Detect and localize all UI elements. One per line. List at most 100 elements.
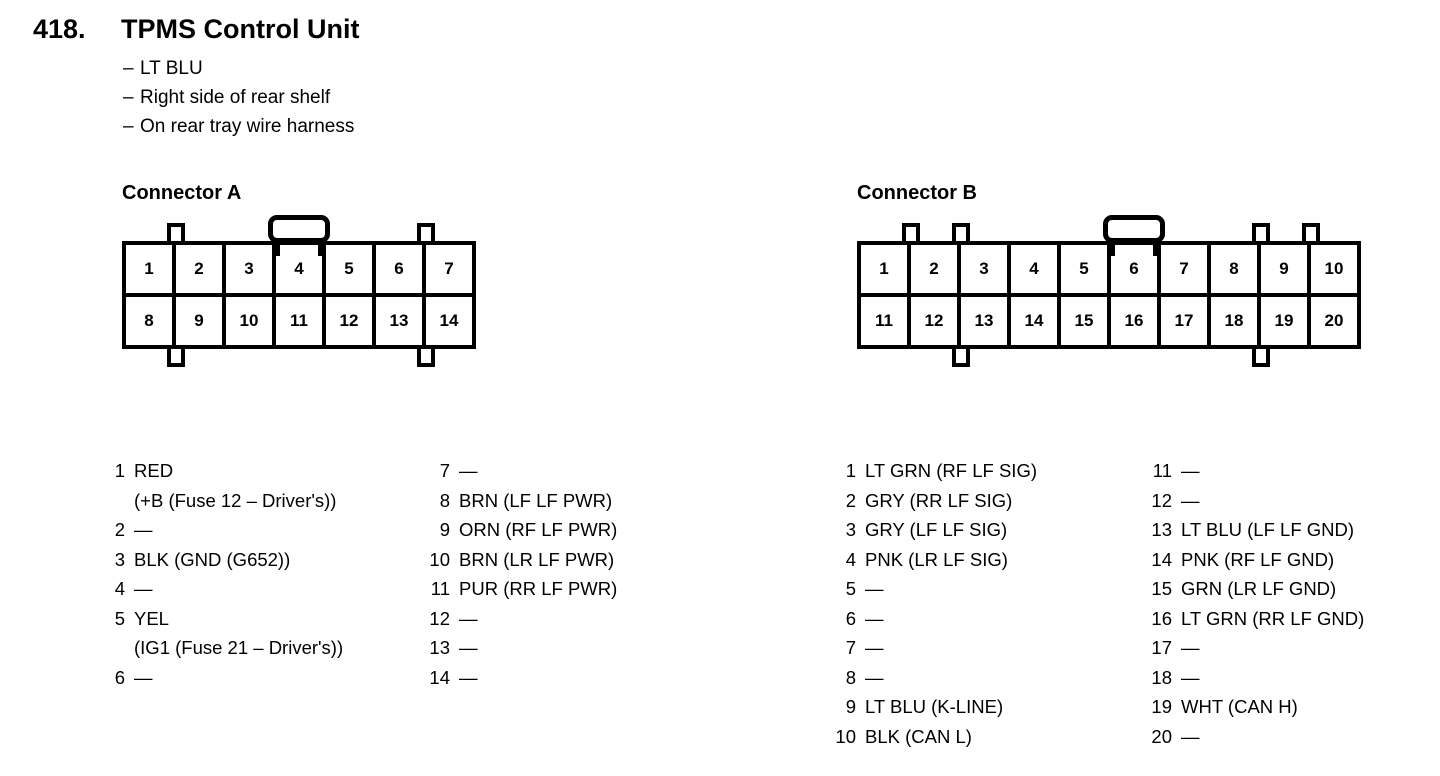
bullet-text: LT BLU — [140, 58, 203, 79]
page-title: 418. TPMS Control Unit — [33, 14, 359, 45]
pin-number: 18 — [1151, 666, 1172, 688]
connector-a-pin-cell-13: 13 — [376, 297, 426, 345]
connector-b-keying-tab-top — [1252, 223, 1270, 245]
connector-b-latch-stem — [1110, 238, 1115, 256]
pin-description: — — [865, 666, 884, 688]
connector-b-keying-tab-top — [902, 223, 920, 245]
connector-b-keying-tab-top — [952, 223, 970, 245]
bullet-dash-icon: – — [123, 116, 134, 137]
pin-number: 14 — [1151, 548, 1172, 570]
pin-number: 13 — [1151, 519, 1172, 540]
pin-description: GRY (LF LF SIG) — [865, 519, 1008, 540]
connector-a-pin-cell-2: 2 — [176, 245, 226, 293]
connector-b-pin-entry-8: 8— — [828, 663, 1144, 693]
connector-a-pin-entry-4: 4— — [97, 574, 422, 604]
header-block: 418.TPMS Control Unit –LT BLU –Right sid… — [33, 14, 359, 141]
connector-b-pin-cell-6: 6 — [1111, 245, 1161, 293]
pin-description: — — [865, 578, 884, 599]
connector-a-pin-entry-6: 6— — [97, 663, 422, 693]
connector-a-pin-entry-14: 14— — [422, 663, 617, 693]
page-title-number: 418. — [33, 14, 86, 44]
connector-b-pin-entry-5: 5— — [828, 574, 1144, 604]
connector-a-pin-cell-10: 10 — [226, 297, 276, 345]
pin-description: RED — [134, 460, 174, 481]
pin-description: — — [459, 607, 478, 629]
list-item: –Right side of rear shelf — [123, 83, 359, 112]
connector-b-pin-cell-1: 1 — [861, 245, 911, 293]
page-title-text: TPMS Control Unit — [121, 14, 360, 44]
pin-number: 20 — [1151, 725, 1172, 747]
connector-b-pin-cell-7: 7 — [1161, 245, 1211, 293]
connector-a-pin-entry-10: 10 BRN (LR LF PWR) — [422, 545, 617, 575]
pin-description: — — [1181, 666, 1200, 688]
pin-number: 5 — [114, 607, 125, 629]
pin-number: 12 — [1151, 489, 1172, 511]
pin-description: — — [1181, 489, 1200, 511]
connector-a-pin-entry-12: 12 — — [422, 604, 617, 634]
pin-number: 1 — [845, 460, 856, 481]
pin-number: 6 — [114, 666, 125, 688]
pin-number: 6 — [845, 607, 856, 629]
pin-description: BRN (LF LF PWR) — [459, 489, 613, 511]
pin-number: 11 — [430, 578, 450, 599]
connector-b-pin-cell-8: 8 — [1211, 245, 1261, 293]
connector-a-pin-entry-8: 8 BRN (LF LF PWR) — [422, 486, 617, 516]
pin-description-continuation: (+B (Fuse 12 – Driver's)) — [134, 489, 337, 511]
pin-number: 17 — [1151, 637, 1172, 658]
connector-b-pin-cell-4: 4 — [1011, 245, 1061, 293]
pin-description: ORN (RF LF PWR) — [459, 519, 618, 540]
pin-number: 12 — [429, 607, 450, 629]
connector-a-pin-cell-9: 9 — [176, 297, 226, 345]
pin-description: LT GRN (RR LF GND) — [1181, 607, 1365, 629]
pin-description: — — [1181, 725, 1200, 747]
pin-description: — — [865, 637, 884, 658]
pin-description: PNK (RF LF GND) — [1181, 548, 1335, 570]
connector-b-keying-tab-top — [1302, 223, 1320, 245]
connector-b-pin-cell-3: 3 — [961, 245, 1011, 293]
pin-description: GRY (RR LF SIG) — [865, 489, 1013, 511]
connector-b-pin-entry-20: 20 — — [1144, 722, 1364, 752]
pin-description: — — [1181, 460, 1200, 481]
connector-b-pin-cell-13: 13 — [961, 297, 1011, 345]
connector-b-pin-entry-14: 14 PNK (RF LF GND) — [1144, 545, 1364, 575]
pin-number: 8 — [439, 489, 450, 511]
connector-a-pin-cell-12: 12 — [326, 297, 376, 345]
connector-a-pin-entry-13: 13— — [422, 633, 617, 663]
connector-b-pin-cell-2: 2 — [911, 245, 961, 293]
pin-description: — — [134, 578, 153, 599]
bullet-dash-icon: – — [123, 58, 134, 79]
pin-number: 3 — [845, 519, 856, 540]
connector-a-pin-entry-7: 7— — [422, 456, 617, 486]
connector-b-keying-tab-bottom — [1252, 345, 1270, 367]
connector-b-pin-cell-12: 12 — [911, 297, 961, 345]
connector-a-keying-tab-bottom — [417, 345, 435, 367]
pin-description: BRN (LR LF PWR) — [459, 548, 615, 570]
pin-number: 10 — [429, 548, 450, 570]
connector-b-pin-entry-11: 11 — — [1144, 456, 1364, 486]
connector-a-pin-cell-11: 11 — [276, 297, 326, 345]
connector-a-pin-cell-4: 4 — [276, 245, 326, 293]
pin-number: 11 — [1152, 460, 1172, 481]
pin-number: 14 — [429, 666, 450, 688]
list-item: –LT BLU — [123, 54, 359, 83]
pin-description: — — [134, 666, 153, 688]
pin-description: — — [134, 519, 153, 540]
pin-number: 13 — [429, 637, 450, 658]
connector-b-pin-entry-6: 6— — [828, 604, 1144, 634]
connector-a-pin-cell-7: 7 — [444, 259, 454, 278]
pin-number: 4 — [845, 548, 856, 570]
connector-a-pin-cell-6: 6 — [376, 245, 426, 293]
connector-b-pin-entry-17: 17— — [1144, 633, 1364, 663]
